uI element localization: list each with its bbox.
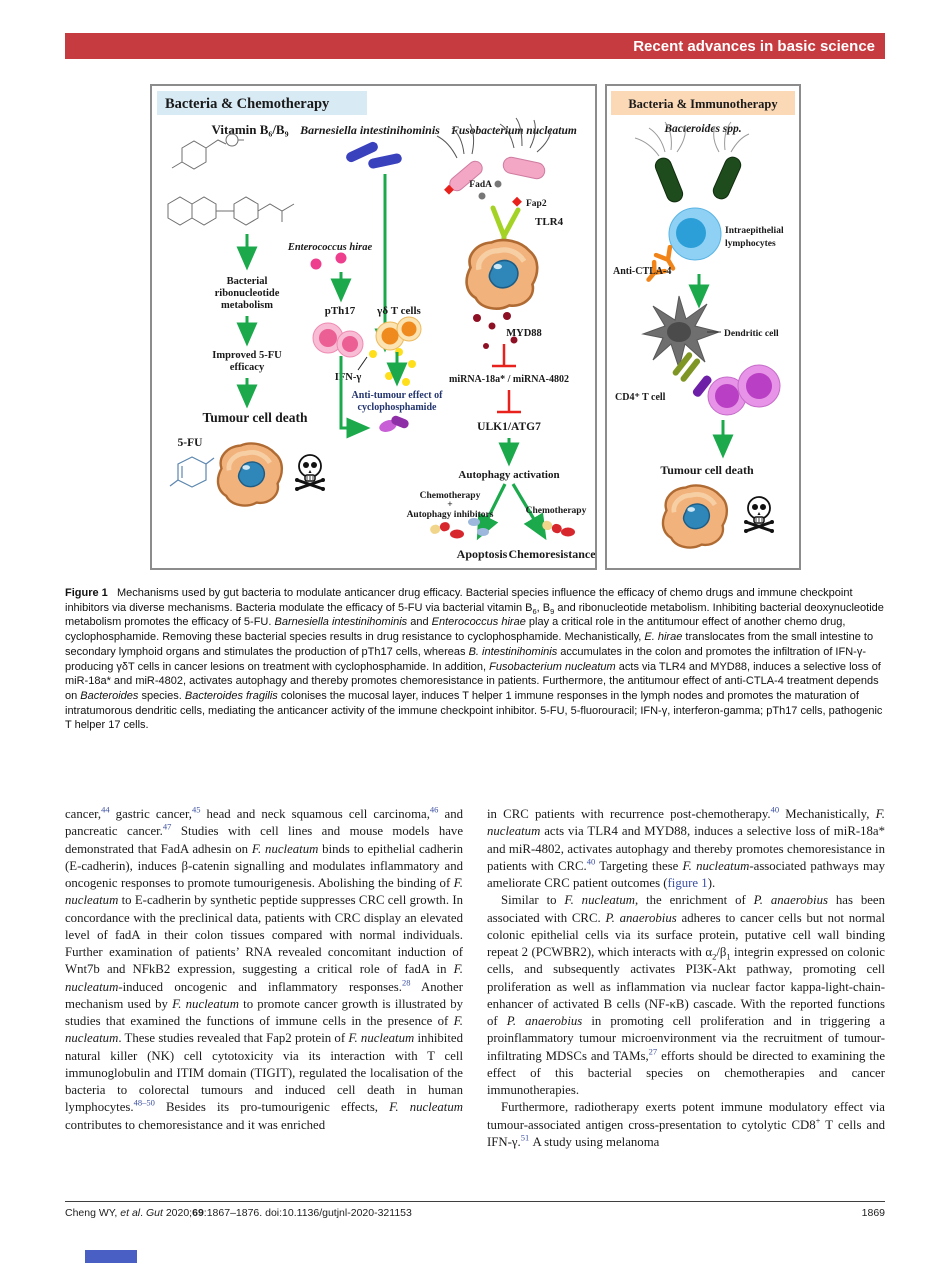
chemotherapy-diagram: Bacteria & Chemotherapy Vitamin B₆/B₉ Ba… [157, 91, 595, 561]
left-column-paragraph: cancer,44 gastric cancer,45 head and nec… [65, 804, 464, 1132]
chemotherapy-label: Chemotherapy [526, 506, 587, 516]
enterococcus-heading: Enterococcus hirae [287, 242, 373, 253]
article-body: cancer,44 gastric cancer,45 head and nec… [65, 804, 885, 1151]
footer-rule [65, 1201, 885, 1202]
barnesiella-bacteria-icon [346, 141, 402, 169]
chemo-title-band [157, 91, 367, 115]
fap2-label: Fap2 [526, 199, 547, 209]
figure-1-link[interactable]: figure 1 [667, 876, 708, 890]
cyclophosphamide-pills-icon [379, 415, 409, 432]
tumour-cell-illustration-left [218, 444, 282, 506]
chemoresistance-label: Chemoresistance [508, 547, 595, 561]
intraepithelial-lymphocyte-icon [668, 207, 722, 261]
arrow-to-chemoresistance [511, 483, 547, 541]
ifn-gamma-pointer [357, 356, 368, 371]
inhibit-myd88-to-mirna [492, 344, 516, 368]
chemo-plus-line3: Autophagy inhibitors [407, 510, 494, 520]
apoptosis-label: Apoptosis [457, 547, 508, 561]
fusobacterium-bacteria-icons [436, 117, 552, 207]
five-fu-label: 5-FU [178, 437, 204, 449]
myd88-dots [473, 312, 518, 349]
immunotherapy-diagram: Bacteria & Immunotherapy Bacteroides spp… [611, 91, 795, 568]
vitamin-structure-drawing [167, 128, 295, 226]
immuno-title-band [611, 91, 795, 115]
bacteroides-bacteria-icons [634, 121, 750, 203]
immuno-panel-title: Bacteria & Immunotherapy [628, 97, 778, 111]
chemo-plus-line1: Chemotherapy [420, 491, 481, 501]
improved-5fu-line2: efficacy [230, 362, 265, 373]
tlr4-label: TLR4 [535, 216, 564, 228]
bacterial-ribo-line2: ribonucleotide [215, 288, 280, 299]
autophagy-activation-label: Autophagy activation [458, 469, 559, 481]
chemotherapy-pills-icon [542, 520, 575, 537]
body-column-right: in CRC patients with recurrence post-che… [487, 804, 885, 1151]
right-column-paragraph-1: in CRC patients with recurrence post-che… [487, 804, 885, 890]
anti-ctla4-antibody-icon [646, 244, 676, 282]
vitamin-b6-b9-label: Vitamin B₆/B₉ [211, 122, 288, 137]
fada-label: FadA [469, 180, 492, 190]
chemo-panel-title: Bacteria & Chemotherapy [165, 96, 330, 112]
improved-5fu-line1: Improved 5-FU [212, 350, 282, 361]
bacterial-ribo-line1: Bacterial [227, 276, 268, 287]
enterococcus-bacteria-icon [310, 252, 347, 270]
pth17-label: pTh17 [325, 305, 356, 317]
anti-tumour-effect-line1: Anti-tumour effect of [352, 390, 444, 401]
mirna-label: miRNA-18a* / miRNA-4802 [449, 374, 569, 385]
ifn-gamma-dots [369, 348, 416, 386]
cd4-t-cells-icon [707, 364, 781, 416]
citation-text: Cheng WY, et al. Gut 2020;69:1867–1876. … [65, 1207, 412, 1219]
bacteroides-heading: Bacteroides spp. [663, 123, 741, 135]
tumour-cell-illustration-right [663, 486, 727, 548]
barnesiella-heading: Barnesiella intestinihominis [299, 123, 440, 137]
right-column-paragraph-2: Similar to F. nucleatum, the enrichment … [487, 893, 885, 1097]
section-banner-title: Recent advances in basic science [633, 37, 875, 55]
skull-icon-left [293, 453, 327, 493]
cd4-t-cell-label: CD4⁺ T cell [615, 392, 666, 403]
fusobacterium-heading: Fusobacterium nucleatum [450, 125, 577, 137]
chemo-inhibitor-pills-icon [430, 518, 489, 539]
anti-tumour-effect-line2: cyclophosphamide [358, 402, 437, 413]
bottom-left-link-box[interactable] [85, 1250, 137, 1263]
pth17-cells-icon [312, 322, 364, 358]
iel-label-line1: Intraepithelial [725, 226, 784, 236]
figure-panel-immunotherapy: Bacteria & Immunotherapy Bacteroides spp… [605, 84, 801, 570]
figure-caption: Figure 1 Mechanisms used by gut bacteria… [65, 587, 884, 732]
gd-t-cells-label: γδ T cells [376, 305, 421, 317]
skull-icon-right [742, 495, 776, 535]
iel-label-line2: lymphocytes [725, 239, 776, 249]
ulk1-atg7-label: ULK1/ATG7 [477, 421, 541, 433]
figure-panel-chemotherapy: Bacteria & Chemotherapy Vitamin B₆/B₉ Ba… [150, 84, 597, 570]
page-footer: Cheng WY, et al. Gut 2020;69:1867–1876. … [65, 1207, 885, 1219]
inhibit-mirna-to-ulk1 [497, 390, 521, 414]
body-column-left: cancer,44 gastric cancer,45 head and nec… [65, 804, 464, 1151]
arrow-to-apoptosis [476, 483, 507, 541]
page-number: 1869 [861, 1207, 885, 1219]
tumour-cell-illustration-mid [467, 240, 538, 309]
tumour-cell-death-label-left: Tumour cell death [202, 410, 308, 425]
anti-ctla4-label: Anti-CTLA-4 [613, 266, 671, 277]
five-fu-structure-drawing [169, 456, 215, 488]
right-column-paragraph-3: Furthermore, radiotherapy exerts potent … [487, 1100, 885, 1149]
ifn-gamma-label: IFN-γ [335, 372, 362, 383]
bacterial-ribo-line3: metabolism [221, 300, 273, 311]
chemo-plus-line2: + [447, 500, 452, 510]
mhc-tcr-connector-icon [672, 352, 712, 397]
tumour-cell-death-label-right: Tumour cell death [660, 463, 754, 477]
myd88-label: MYD88 [506, 328, 542, 339]
dendritic-cell-label: Dendritic cell [724, 329, 779, 339]
arrow-pth17-to-effect [339, 356, 371, 439]
section-banner: Recent advances in basic science [65, 33, 885, 59]
gd-t-cells-icon [375, 316, 422, 351]
